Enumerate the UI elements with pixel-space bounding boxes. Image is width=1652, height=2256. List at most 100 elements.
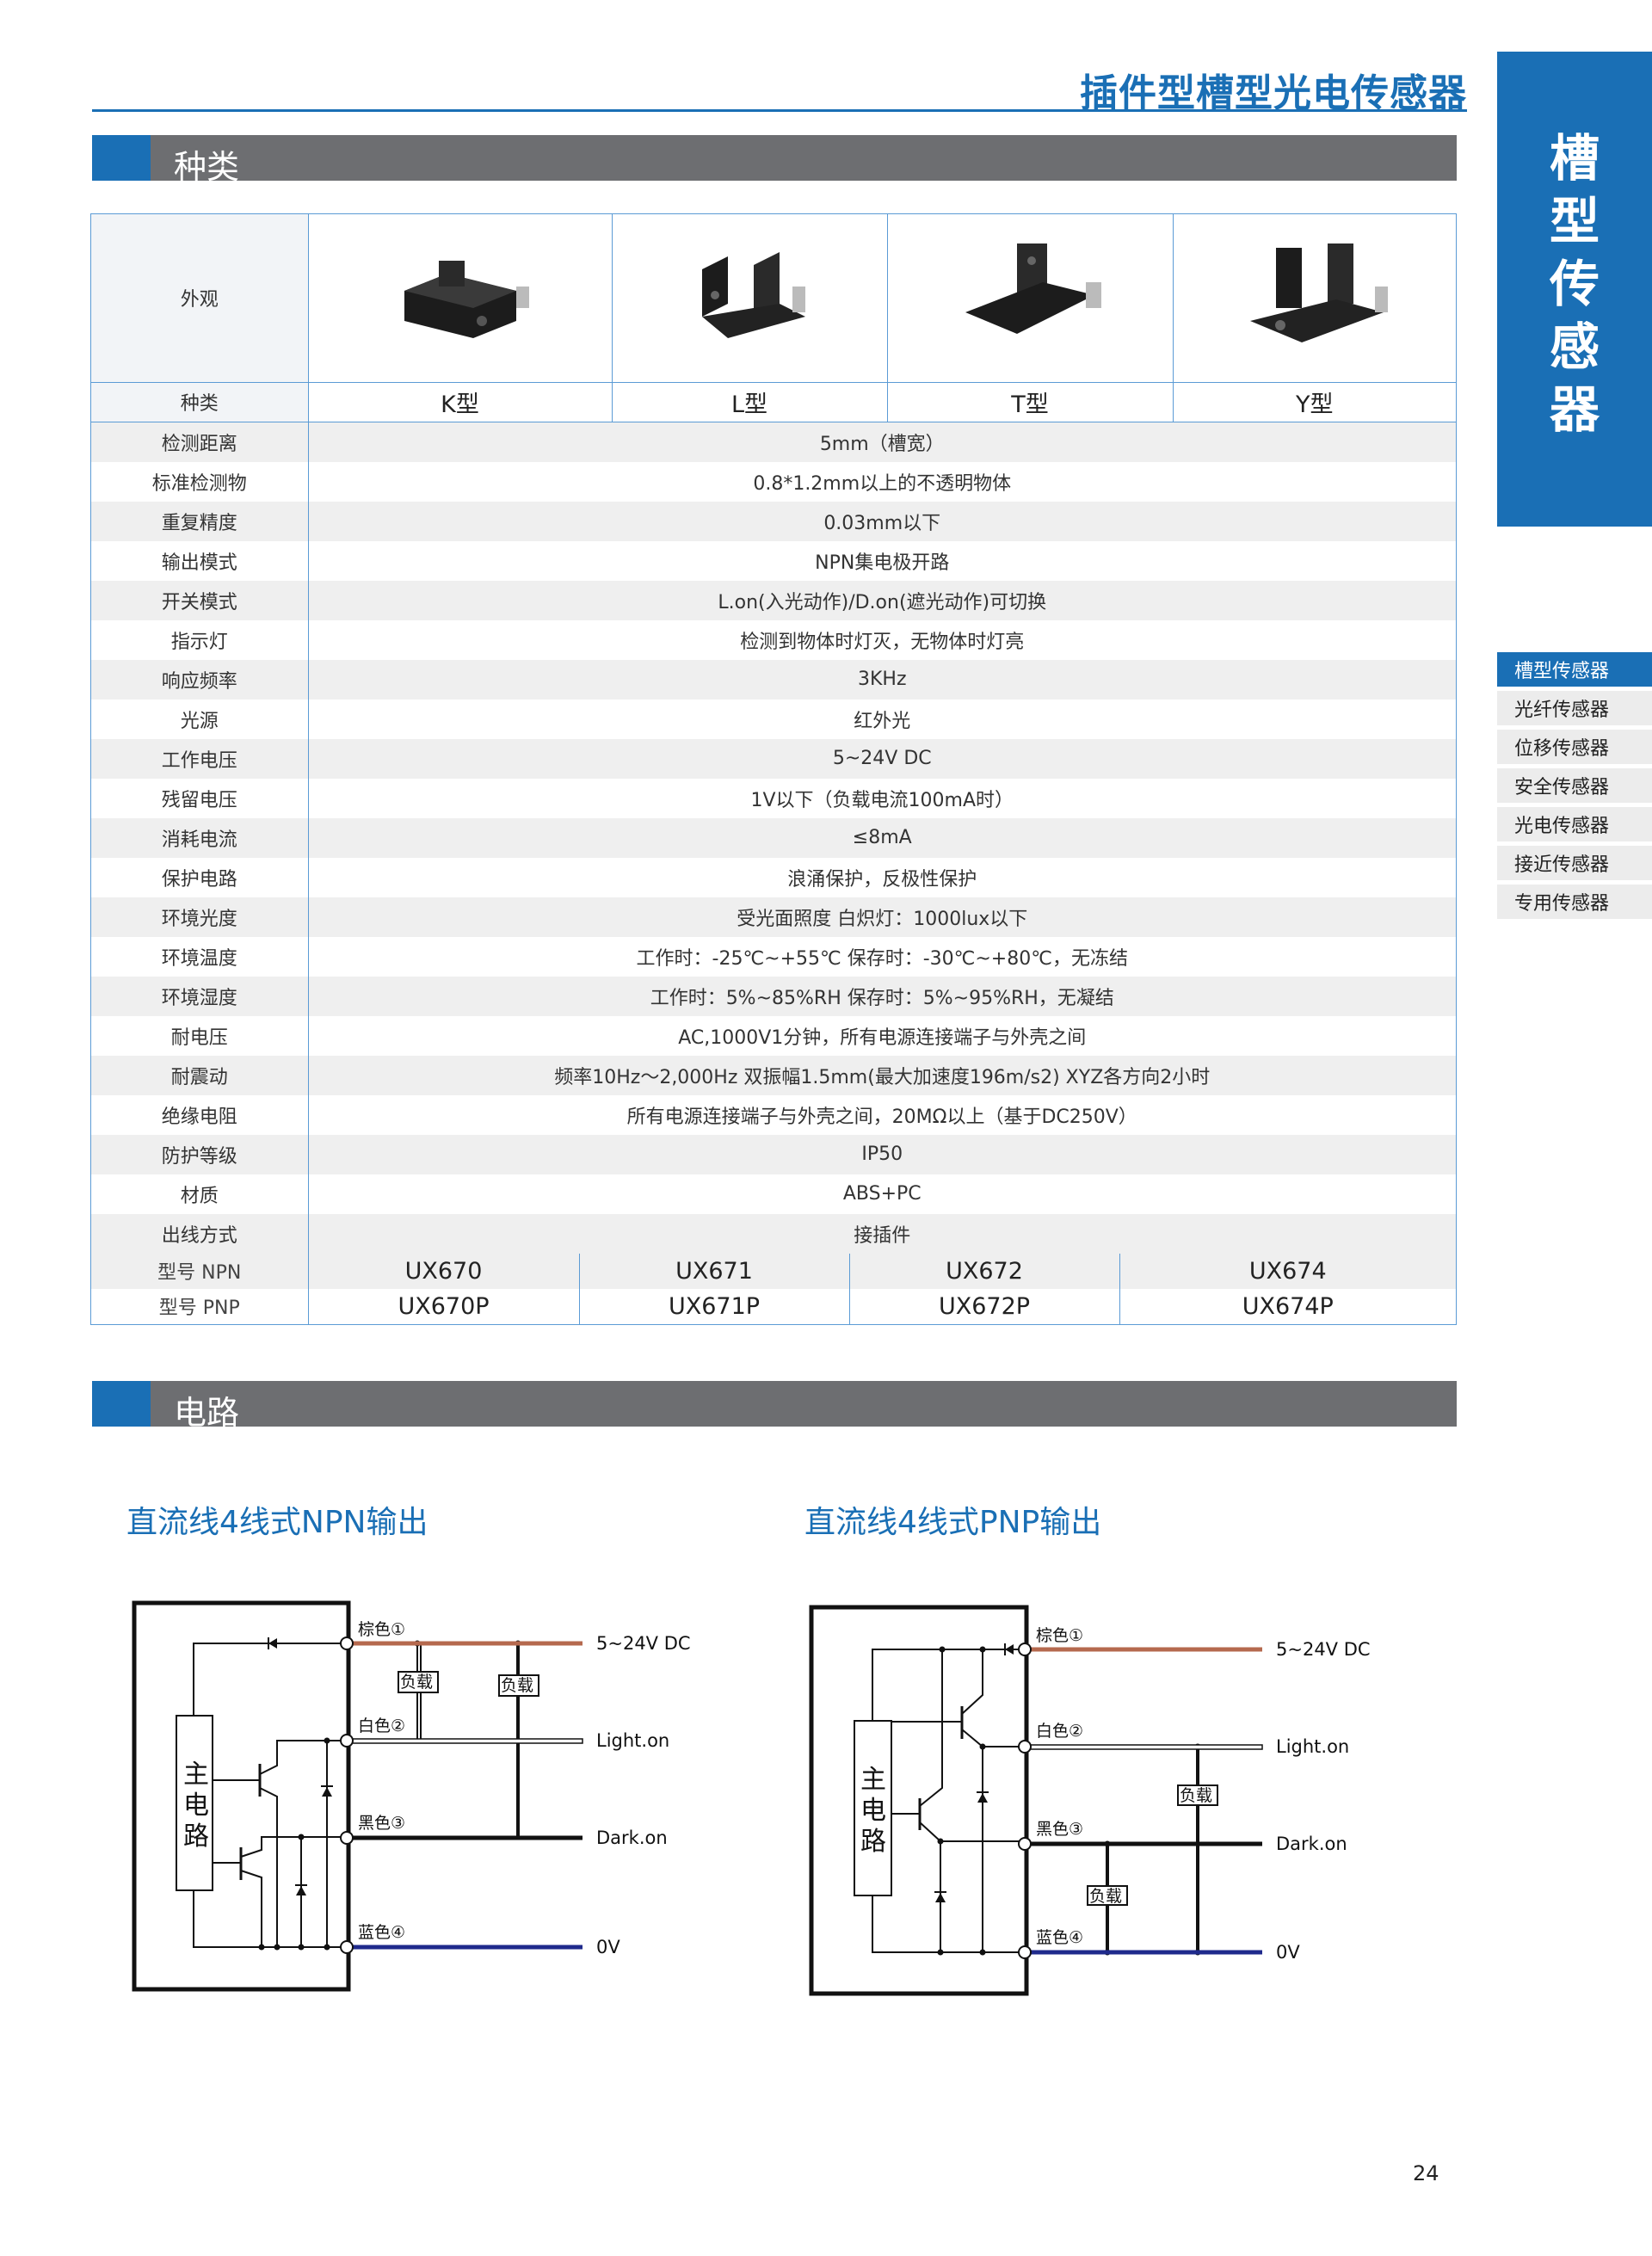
product-image-t	[886, 214, 1173, 383]
wire-label: 蓝色④	[358, 1923, 405, 1942]
model-row-npn: 型号 NPN UX670 UX671 UX672 UX674	[91, 1253, 1456, 1289]
spec-row: 材质 ABS+PC	[91, 1174, 1456, 1214]
section-accent	[92, 1381, 151, 1427]
model-table: 型号 NPN UX670 UX671 UX672 UX674 型号 PNP UX…	[91, 1253, 1456, 1324]
sidebar-item-photoelectric-sensor[interactable]: 光电传感器	[1497, 807, 1652, 841]
spec-row: 消耗电流≤8mA	[91, 817, 1456, 858]
wire-label: 棕色①	[1036, 1626, 1083, 1645]
page-title: 插件型槽型光电传感器	[1080, 71, 1467, 115]
output-label: Light.on	[1276, 1736, 1349, 1757]
wire-label: 白色②	[1036, 1722, 1083, 1741]
spec-row: 耐电压 AC,1000V1分钟，所有电源连接端子与外壳之间	[91, 1015, 1456, 1056]
sensor-enclosure	[809, 1605, 1029, 1996]
sidebar-item-slot-sensor[interactable]: 槽型传感器	[1497, 652, 1652, 687]
output-label: 0V	[1276, 1942, 1300, 1963]
load-label: 负载	[1089, 1887, 1122, 1906]
side-char: 感	[1549, 317, 1600, 376]
load-label: 负载	[501, 1676, 533, 1695]
spec-label: 重复精度	[91, 501, 309, 541]
spec-value: IP50	[308, 1134, 1456, 1174]
pnp-circuit-title: 直流线4线式PNP输出	[804, 1505, 1102, 1540]
spec-label: 环境温度	[91, 936, 309, 977]
load-label: 负载	[400, 1673, 433, 1692]
model-value: UX670	[404, 1257, 483, 1285]
spec-value: 检测到物体时灯灭，无物体时灯亮	[740, 631, 1025, 653]
spec-row: 保护电路浪涌保护，反极性保护	[91, 857, 1456, 897]
spec-value: 工作时：5%~85%RH 保存时：5%~95%RH，无凝结	[308, 976, 1456, 1016]
product-image-l	[611, 214, 887, 383]
sidebar-nav: 槽型传感器 光纤传感器 位移传感器 安全传感器 光电传感器 接近传感器 专用传感…	[1497, 652, 1652, 923]
model-row-pnp: 型号 PNP UX670P UX671P UX672P UX674P	[91, 1288, 1456, 1324]
side-char: 器	[1549, 380, 1600, 439]
spec-value: 3KHz	[308, 659, 1456, 700]
main-circuit-label: 电	[860, 1796, 886, 1826]
type-row: 种类 K型 L型 T型 Y型	[91, 382, 1456, 422]
model-value: UX674	[1119, 1253, 1456, 1289]
main-circuit-label: 电	[183, 1791, 209, 1821]
model-value: UX672P	[848, 1288, 1119, 1324]
diode-icons	[258, 1637, 521, 1951]
type-l: L型	[611, 382, 887, 422]
model-value: UX671	[578, 1253, 849, 1289]
type-k: K型	[307, 382, 612, 422]
diode-icons	[934, 1643, 1201, 1956]
spec-value: AC,1000V1分钟，所有电源连接端子与外壳之间	[678, 1026, 1087, 1049]
spec-label: 指示灯	[91, 619, 309, 660]
sidebar-item-safety-sensor[interactable]: 安全传感器	[1497, 768, 1652, 803]
category-side-label: 槽 型 传 感 器	[1497, 52, 1652, 527]
spec-label: 检测距离	[91, 422, 309, 462]
spec-row: 残留电压 1V以下（负载电流100mA时）	[91, 778, 1456, 818]
spec-row: 绝缘电阻所有电源连接端子与外壳之间，20MΩ以上（基于DC250V）	[91, 1094, 1456, 1135]
spec-label: 出线方式	[91, 1213, 309, 1254]
spec-row: 光源红外光	[91, 699, 1456, 739]
spec-label: 残留电压	[91, 778, 309, 818]
sidebar-item-proximity-sensor[interactable]: 接近传感器	[1497, 846, 1652, 880]
load-label: 负载	[1180, 1786, 1212, 1805]
main-circuit-label: 主	[183, 1760, 209, 1790]
white-wire	[348, 1738, 583, 1744]
type-label: 种类	[91, 382, 308, 422]
side-char: 传	[1549, 255, 1600, 313]
spec-value: 浪涌保护，反极性保护	[787, 868, 977, 891]
wire-label: 白色②	[358, 1717, 405, 1735]
spec-value: 受光面照度 白炽灯：1000lux以下	[308, 897, 1456, 937]
wire-label: 棕色①	[358, 1620, 405, 1639]
load-box	[498, 1674, 539, 1697]
section-accent	[92, 135, 151, 181]
main-circuit-label: 主	[860, 1765, 886, 1795]
sidebar-item-displacement-sensor[interactable]: 位移传感器	[1497, 730, 1652, 764]
spec-row: 耐震动频率10Hz～2,000Hz 双振幅1.5mm(最大加速度196m/s2)…	[91, 1055, 1456, 1095]
spec-value: 1V以下（负载电流100mA时）	[750, 789, 1014, 811]
spec-label: 防护等级	[91, 1134, 309, 1174]
spec-value: ≤8mA	[308, 817, 1456, 858]
model-label: 型号 PNP	[91, 1288, 309, 1324]
spec-value: NPN集电极开路	[815, 552, 950, 574]
spec-value: 所有电源连接端子与外壳之间，20MΩ以上（基于DC250V）	[626, 1106, 1137, 1128]
spec-label: 开关模式	[91, 580, 309, 620]
spec-value: ABS+PC	[842, 1183, 922, 1205]
wire-label: 黑色③	[358, 1814, 405, 1833]
output-label: 0V	[596, 1937, 620, 1957]
spec-value: 红外光	[854, 710, 911, 732]
spec-label: 材质	[91, 1174, 309, 1214]
spec-label: 耐电压	[91, 1015, 309, 1056]
model-value: UX670P	[398, 1292, 490, 1320]
spec-value: 工作时：-25℃~+55℃ 保存时：-30℃~+80℃，无冻结	[636, 947, 1128, 970]
spec-row: 环境光度受光面照度 白炽灯：1000lux以下	[91, 897, 1456, 937]
product-image-k	[307, 214, 612, 383]
white-wire	[1026, 1744, 1263, 1750]
sidebar-item-fiber-sensor[interactable]: 光纤传感器	[1497, 691, 1652, 725]
spec-label: 消耗电流	[91, 817, 309, 858]
spec-label: 环境湿度	[91, 976, 309, 1016]
output-label: Dark.on	[596, 1828, 668, 1848]
sidebar-item-special-sensor[interactable]: 专用传感器	[1497, 885, 1652, 919]
appearance-label: 外观	[91, 214, 308, 383]
output-label: Dark.on	[1276, 1834, 1347, 1854]
output-label: 5~24V DC	[1276, 1639, 1371, 1660]
